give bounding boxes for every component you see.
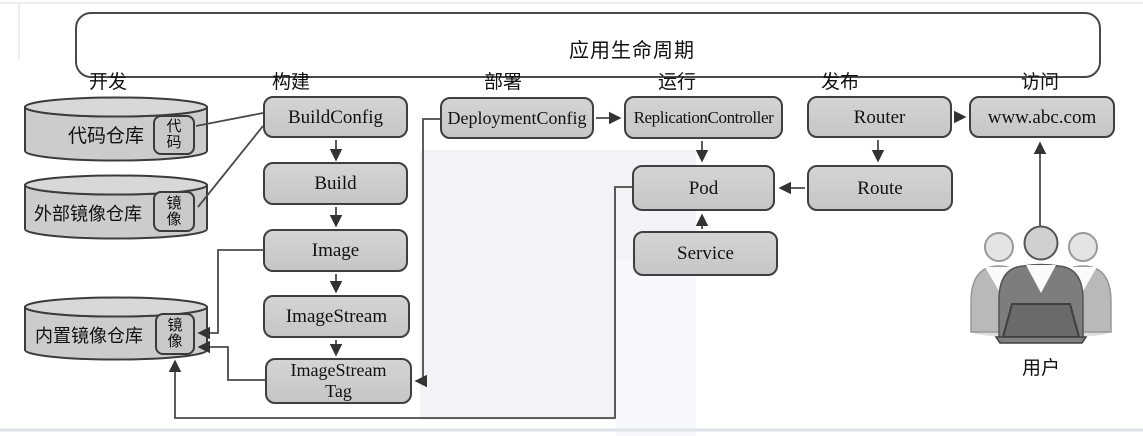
external-image-repo-label: 外部镜像仓库 [34, 204, 142, 224]
node-buildconfig: BuildConfig [263, 96, 408, 138]
phase-label-run: 运行 [657, 72, 697, 93]
users-label: 用户 [1021, 358, 1060, 379]
internal-image-badge: 镜像 [155, 313, 195, 355]
node-image: Image [263, 229, 408, 272]
arrow-image-to-internalrepo [197, 249, 263, 340]
phase-label-deploy: 部署 [483, 72, 523, 93]
phase-label-access: 访问 [1020, 72, 1060, 93]
node-replicationcontroller: ReplicationController [624, 96, 783, 139]
internal-image-repo-label: 内置镜像仓库 [35, 326, 143, 346]
node-pod: Pod [632, 165, 775, 211]
users-icon [970, 225, 1112, 344]
node-imagestreamtag: ImageStream Tag [265, 358, 412, 404]
code-repo-label: 代码仓库 [67, 126, 144, 147]
node-deploymentconfig: DeploymentConfig [440, 97, 594, 139]
node-route: Route [807, 165, 953, 211]
arrow-imagestreamtag-to-internalrepo [197, 340, 265, 381]
node-build: Build [263, 162, 408, 205]
external-image-badge: 镜像 [153, 191, 195, 232]
line-code-to-buildconfig [195, 112, 264, 127]
connector-arrows [168, 110, 1047, 419]
lifecycle-frame: 应用生命周期 开发 构建 部署 运行 发布 访问 [75, 12, 1101, 93]
line-externalimage-to-buildconfig [197, 125, 264, 208]
phase-label-build: 构建 [271, 72, 311, 93]
arrow-pod-to-internalrepo-loop [168, 186, 632, 419]
diagram-title: 应用生命周期 [569, 40, 695, 62]
phase-label-release: 发布 [820, 72, 860, 93]
node-website-url: www.abc.com [969, 96, 1115, 138]
phase-label-dev: 开发 [88, 72, 128, 93]
code-badge: 代码 [153, 115, 195, 155]
arrow-deploymentconfig-to-imagestreamtag [414, 118, 440, 388]
node-imagestream: ImageStream [263, 295, 410, 338]
node-service: Service [633, 231, 778, 276]
node-router: Router [807, 96, 952, 138]
